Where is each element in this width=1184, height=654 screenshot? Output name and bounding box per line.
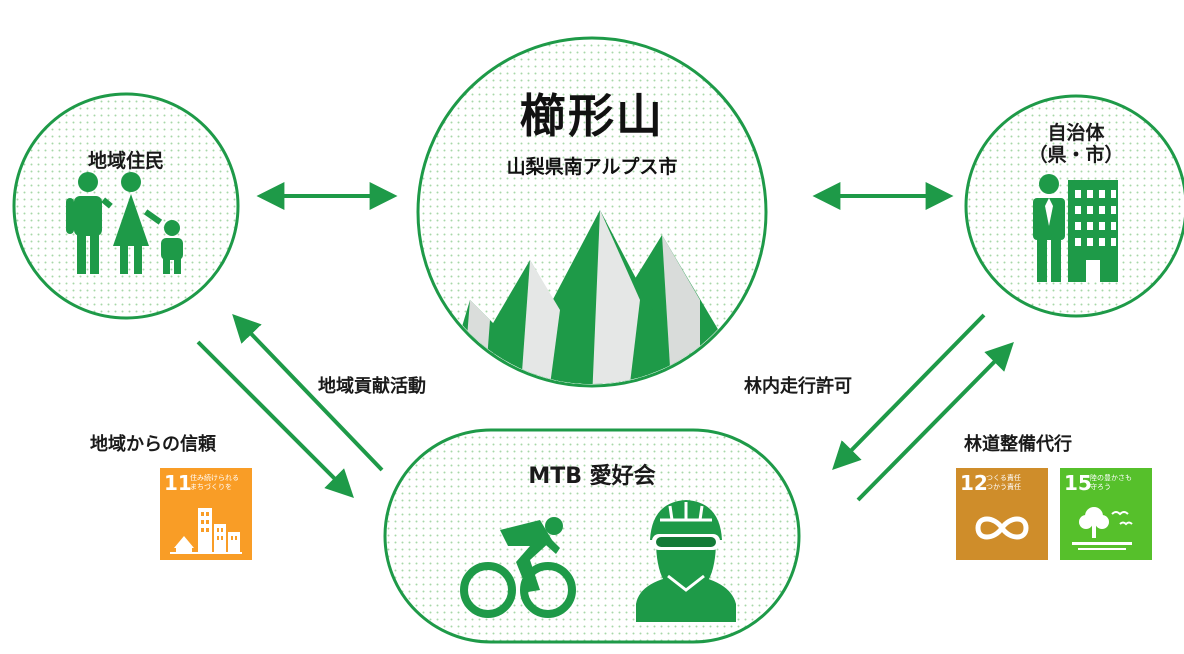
family-icon [66, 172, 183, 274]
infinity-icon [975, 516, 1029, 540]
mtb-club-label: MTB 愛好会 [528, 464, 656, 489]
community-activity-arrow [232, 313, 384, 472]
mountain-location: 山梨県南アルプス市 [506, 156, 678, 178]
forest-permit-label: 林内走行許可 [744, 376, 852, 397]
rider-helmet-icon [636, 500, 736, 622]
government-label-line1: 自治体 [1047, 122, 1105, 144]
sdg-11-number: 11 [164, 471, 192, 495]
cyclist-icon [460, 562, 576, 618]
sdg-15-title-line2: 守ろう [1090, 483, 1111, 491]
community-activity-label: 地域貢献活動 [318, 376, 426, 397]
road-maintenance-label: 林道整備代行 [964, 434, 1072, 455]
sdg-15-badge: 15 陸の豊かさも 守ろう [1060, 468, 1152, 560]
sdg-12-number: 12 [960, 471, 988, 495]
residents-node [12, 92, 240, 320]
sdg-11-title-line2: まちづくりを [190, 483, 232, 491]
trust-label: 地域からの信頼 [90, 434, 216, 455]
mountain-node [416, 36, 768, 388]
city-icon [170, 508, 242, 554]
maintenance-arrow [856, 342, 1014, 502]
cyclist-body-icon [500, 517, 563, 592]
government-label-line2: （県・市） [1028, 144, 1124, 166]
sdg-15-title-line1: 陸の豊かさも [1090, 474, 1132, 482]
trust-arrow [196, 340, 354, 498]
sdg-12-title-line1: つくる責任 [986, 474, 1021, 482]
sdg-15-number: 15 [1064, 471, 1092, 495]
tree-bird-icon [1072, 507, 1133, 550]
residents-label: 地域住民 [87, 150, 164, 172]
mountain-name: 櫛形山 [520, 89, 664, 143]
permit-arrow [832, 313, 986, 470]
official-building-icon [1033, 174, 1118, 282]
sdg-11-title-line1: 住み続けられる [190, 474, 239, 482]
sdg-12-badge: 12 つくる責任 つかう責任 [956, 468, 1048, 560]
sdg-11-badge: 11 住み続けられる まちづくりを [160, 468, 252, 560]
sdg-12-title-line2: つかう責任 [986, 483, 1021, 491]
